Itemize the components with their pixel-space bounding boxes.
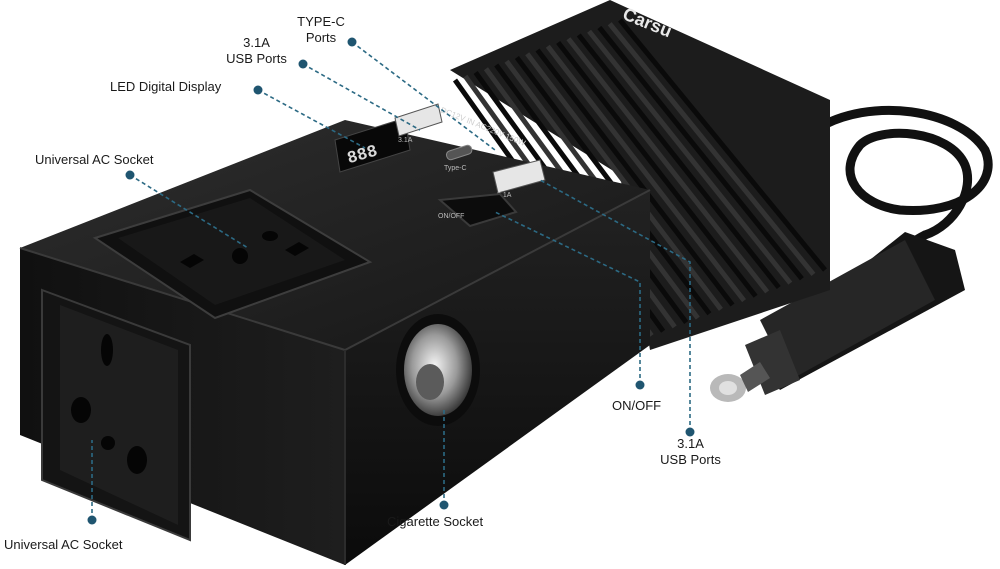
- heatsink-fin: [607, 22, 816, 276]
- usb-port-mark-top: 3.1A: [398, 137, 413, 144]
- callout-on-off: ON/OFF: [612, 398, 662, 413]
- typec-port: [445, 144, 473, 161]
- front-ac-socket: [41, 288, 191, 542]
- cigarette-plug: [710, 232, 965, 402]
- heatsink-fin: [556, 40, 758, 298]
- heatsink-fin: [587, 29, 793, 285]
- callout-usb-ports-top: 3.1A USB Ports: [226, 35, 287, 66]
- callout-usb-ports-bottom: 3.1A USB Ports: [660, 436, 721, 467]
- callout-leaders: [91, 41, 691, 520]
- heatsink-fin: [597, 25, 804, 281]
- switch-mark: ON/OFF: [438, 213, 464, 220]
- cigarette-socket: [396, 314, 480, 426]
- heatsink-fin: [618, 18, 827, 272]
- heatsink-fin: [535, 48, 735, 307]
- typec-port-mark: Type-C: [444, 165, 467, 172]
- usb-port-mark-second: 3.1A: [497, 192, 512, 199]
- callout-typec-ports: TYPE-C Ports: [297, 14, 345, 45]
- callout-ac-socket-top: Universal AC Socket: [35, 152, 154, 167]
- top-panel: 888 3.1A Type-C DC12V IN AC220V 150W 3.1…: [92, 4, 675, 320]
- heatsink-fin: [545, 44, 747, 303]
- heatsink-fin: [566, 37, 770, 294]
- callout-dots: [87, 37, 695, 525]
- callout-led-display: LED Digital Display: [110, 79, 222, 94]
- heatsink-fin: [576, 33, 781, 290]
- callout-ac-socket-front: Universal AC Socket: [4, 537, 123, 552]
- callout-cigarette-socket: Cigarette Socket: [387, 514, 484, 529]
- heatsink-fin: [525, 52, 723, 311]
